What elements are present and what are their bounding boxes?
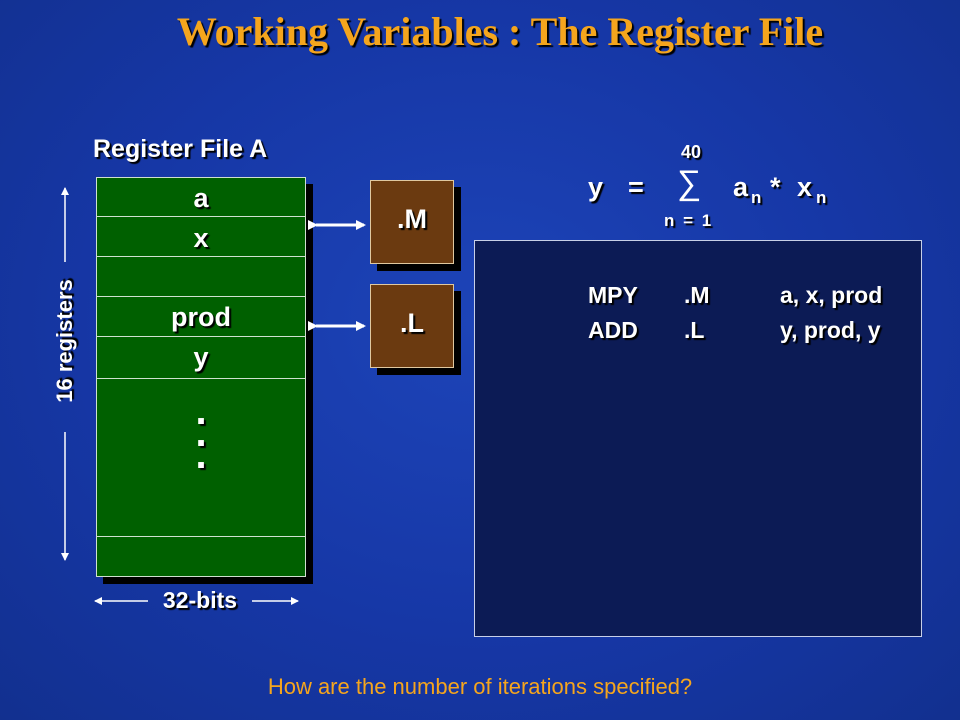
register-divider xyxy=(97,216,305,217)
equation-lhs: y xyxy=(588,172,604,202)
sigma-symbol: ∑ xyxy=(677,164,702,202)
code-unit-2: .L xyxy=(684,317,705,343)
register-width-label: 32-bits xyxy=(162,587,238,613)
register-y: y xyxy=(193,342,209,372)
register-divider xyxy=(97,336,305,337)
equation-x: x xyxy=(797,172,813,202)
functional-unit-l: .L xyxy=(370,284,454,368)
code-op-1: MPY xyxy=(588,282,638,308)
sum-upper-limit: 40 xyxy=(681,142,702,162)
code-unit-1: .M xyxy=(684,282,710,308)
code-args-1: a, x, prod xyxy=(780,282,883,308)
equation-equals: = xyxy=(628,172,644,202)
code-args-2: y, prod, y xyxy=(780,317,881,343)
register-file: a x prod y ... xyxy=(96,177,306,577)
register-count-label: 16 registers xyxy=(52,279,77,403)
functional-unit-m: .M xyxy=(370,180,454,264)
equation-x-subscript: n xyxy=(816,188,827,207)
slide-title: Working Variables : The Register File xyxy=(176,9,824,54)
register-divider xyxy=(97,296,305,297)
footer-question: How are the number of iterations specifi… xyxy=(267,674,693,699)
equation-a: a xyxy=(733,172,749,202)
register-divider xyxy=(97,378,305,379)
register-prod: prod xyxy=(171,302,231,332)
sum-lower-limit: n = 1 xyxy=(664,211,712,230)
register-file-label: Register File A xyxy=(93,135,268,163)
ellipsis-dots: ... xyxy=(195,389,207,477)
register-divider xyxy=(97,536,305,537)
code-panel: MPY .M a, x, prod ADD .L y, prod, y xyxy=(474,240,922,637)
register-x: x xyxy=(193,223,209,253)
equation-times: * xyxy=(770,172,781,202)
code-op-2: ADD xyxy=(588,317,638,343)
register-divider xyxy=(97,256,305,257)
register-a: a xyxy=(193,183,209,213)
equation-a-subscript: n xyxy=(751,188,762,207)
